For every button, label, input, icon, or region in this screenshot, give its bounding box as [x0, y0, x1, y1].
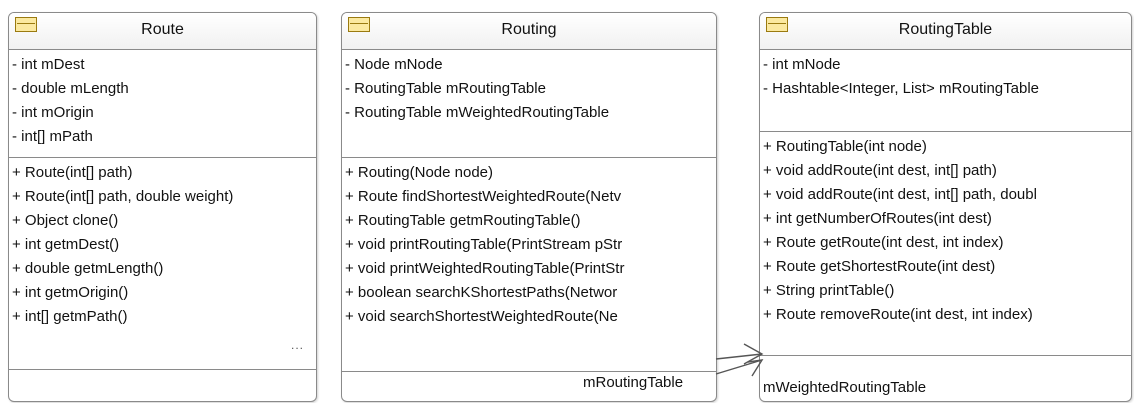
arrowhead-routing-table: [743, 343, 764, 365]
attribute: - int mDest: [12, 56, 85, 73]
operation: + void printRoutingTable(PrintStream pSt…: [345, 236, 623, 253]
operation: + void printWeightedRoutingTable(PrintSt…: [345, 260, 625, 277]
attribute: - Hashtable<Integer, List> mRoutingTable: [763, 80, 1039, 97]
operation: + Route getRoute(int dest, int index): [763, 234, 1004, 251]
class-header: RoutingTable: [760, 13, 1131, 50]
operation: + Route getShortestRoute(int dest): [763, 258, 996, 275]
attributes-compartment: - int mDest - double mLength - int mOrig…: [9, 50, 316, 158]
role-label-routing-table: mRoutingTable: [583, 374, 684, 391]
arrowhead-weighted-routing-table: [747, 359, 764, 377]
operation: + Route(int[] path): [12, 164, 133, 181]
operation: + Route(int[] path, double weight): [12, 188, 234, 205]
association-line-weighted-routing-table[interactable]: [715, 359, 763, 375]
class-header: Route: [9, 13, 316, 50]
operation: + void addRoute(int dest, int[] path): [763, 162, 997, 179]
role-label-weighted-routing-table: mWeightedRoutingTable: [763, 379, 927, 396]
operation: + String printTable(): [763, 282, 895, 299]
attribute: - Node mNode: [345, 56, 443, 73]
operation: + RoutingTable getmRoutingTable(): [345, 212, 581, 229]
attribute: - RoutingTable mWeightedRoutingTable: [345, 104, 610, 121]
class-icon: [348, 17, 370, 32]
operations-compartment: + Routing(Node node) + Route findShortes…: [342, 158, 716, 372]
association-line-routing-table[interactable]: [715, 353, 763, 360]
operations-compartment: + RoutingTable(int node) + void addRoute…: [760, 132, 1131, 356]
operation: + Route removeRoute(int dest, int index): [763, 306, 1033, 323]
operation: + void searchShortestWeightedRoute(Ne: [345, 308, 618, 325]
attribute: - RoutingTable mRoutingTable: [345, 80, 546, 97]
attributes-compartment: - Node mNode - RoutingTable mRoutingTabl…: [342, 50, 716, 158]
operation: + int getmOrigin(): [12, 284, 129, 301]
attribute: - int mNode: [763, 56, 841, 73]
operation: + Routing(Node node): [345, 164, 494, 181]
operation: + Object clone(): [12, 212, 119, 229]
operation: + Route findShortestWeightedRoute(Netv: [345, 188, 622, 205]
class-icon: [766, 17, 788, 32]
class-name: Route: [141, 21, 184, 38]
operation: + void addRoute(int dest, int[] path, do…: [763, 186, 1037, 203]
class-name: Routing: [501, 21, 557, 38]
more-indicator: ...: [290, 338, 304, 352]
class-name: RoutingTable: [898, 21, 993, 38]
class-icon: [15, 17, 37, 32]
operation: + RoutingTable(int node): [763, 138, 927, 155]
operation: + int getmDest(): [12, 236, 120, 253]
attribute: - double mLength: [12, 80, 129, 97]
operation: + double getmLength(): [12, 260, 164, 277]
attributes-compartment: - int mNode - Hashtable<Integer, List> m…: [760, 50, 1131, 132]
operation: + int[] getmPath(): [12, 308, 128, 325]
operations-compartment: + Route(int[] path) + Route(int[] path, …: [9, 158, 316, 370]
class-route[interactable]: Route - int mDest - double mLength - int…: [8, 12, 317, 402]
attribute: - int mOrigin: [12, 104, 94, 121]
class-header: Routing: [342, 13, 716, 50]
class-routing[interactable]: Routing - Node mNode - RoutingTable mRou…: [341, 12, 717, 402]
class-routing-table[interactable]: RoutingTable - int mNode - Hashtable<Int…: [759, 12, 1132, 402]
operation: + boolean searchKShortestPaths(Networ: [345, 284, 618, 301]
operation: + int getNumberOfRoutes(int dest): [763, 210, 992, 227]
attribute: - int[] mPath: [12, 128, 93, 145]
